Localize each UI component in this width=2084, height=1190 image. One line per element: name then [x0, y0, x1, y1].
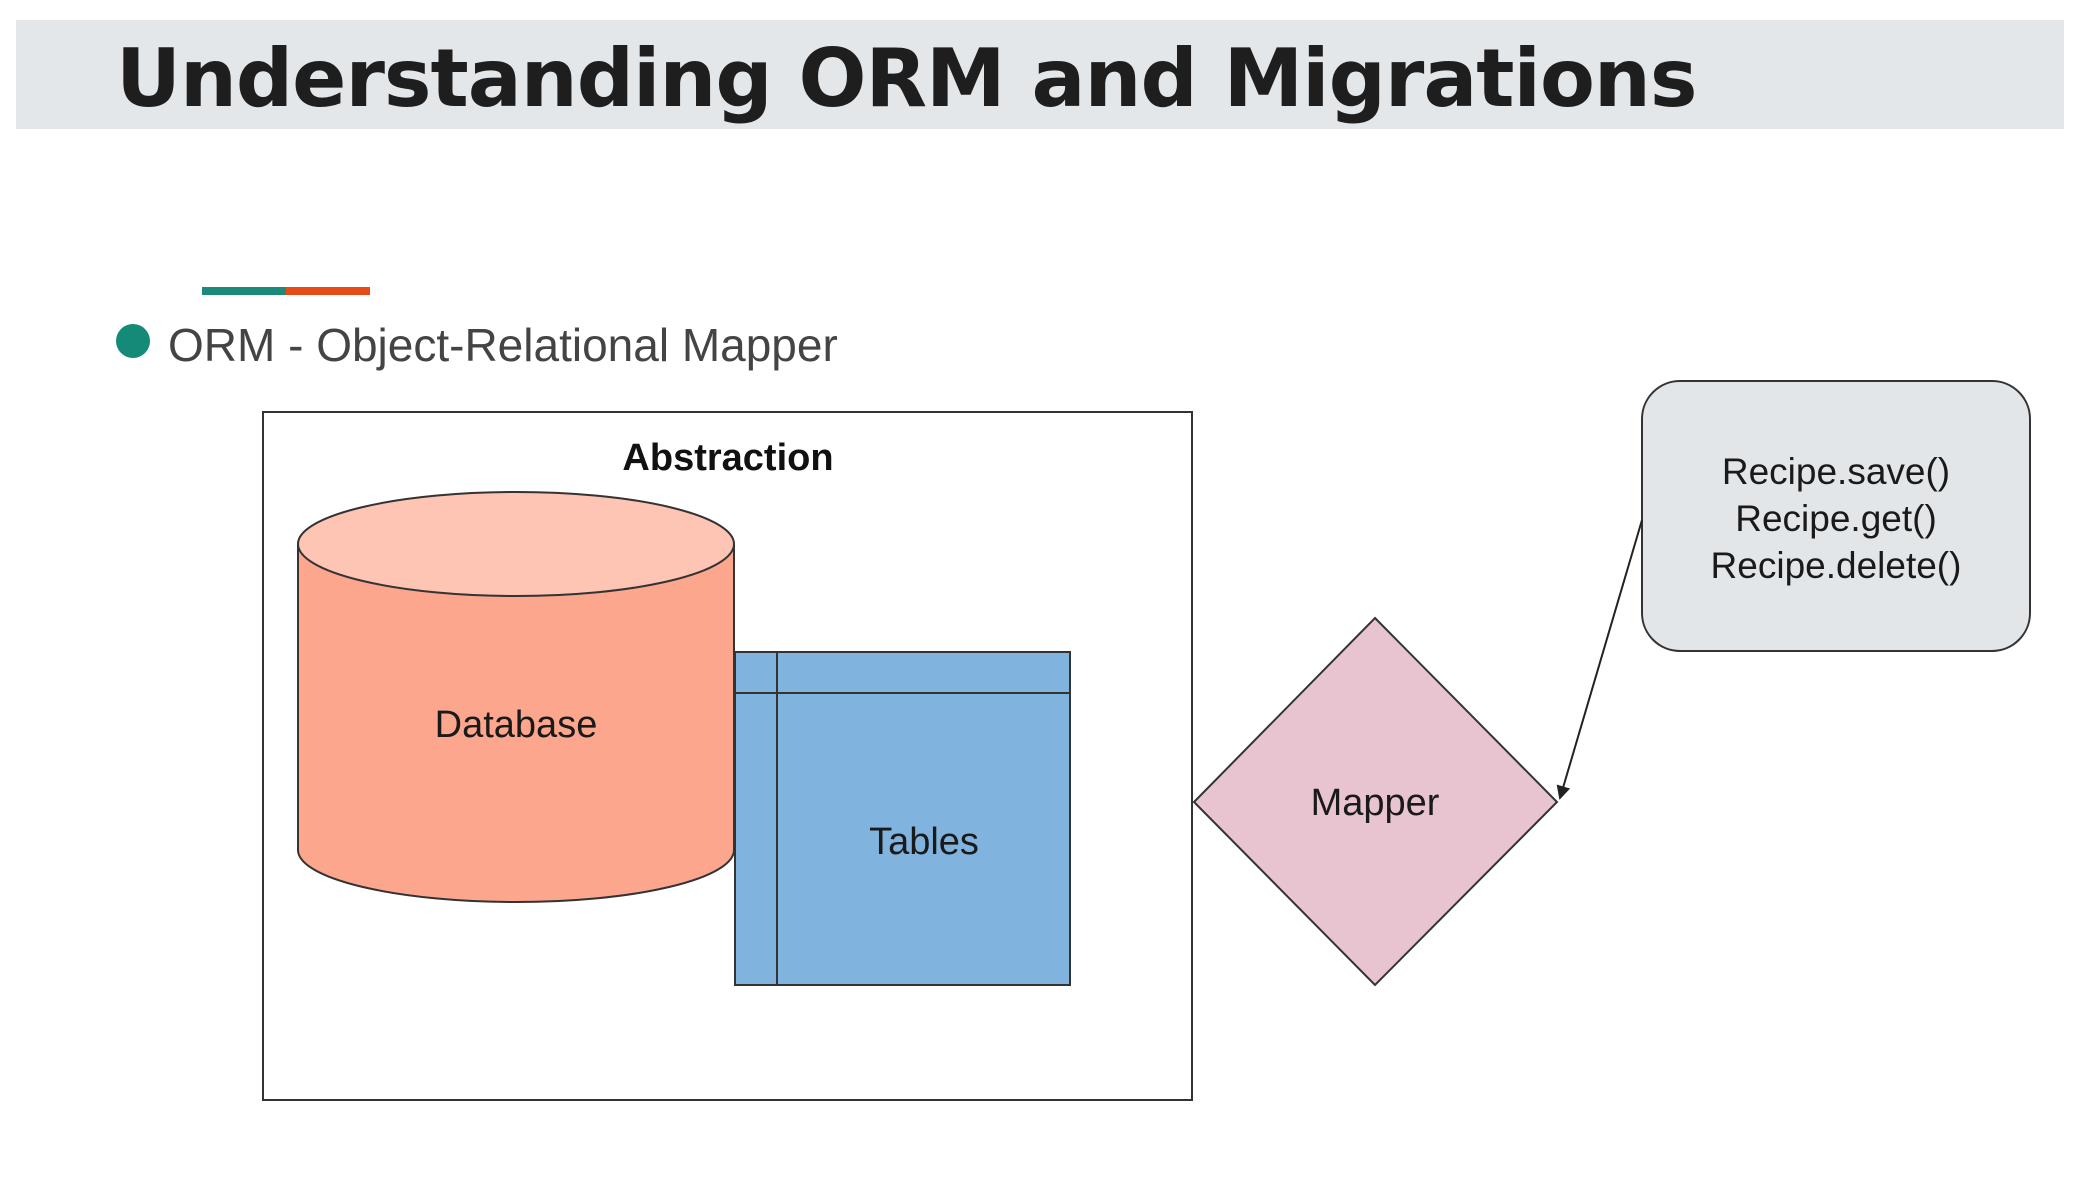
- tables-box: [734, 651, 1071, 986]
- mapper-label: Mapper: [1311, 782, 1440, 824]
- methods-to-mapper-arrow: [1556, 519, 1643, 800]
- slide-title: Understanding ORM and Migrations: [116, 32, 1697, 125]
- methods-box: [1641, 380, 2031, 652]
- abstraction-label: Abstraction: [622, 437, 833, 479]
- accent-line-red: [286, 287, 370, 295]
- title-bar: [16, 20, 2064, 129]
- bullet-dot: [116, 324, 150, 358]
- database-label: Database: [435, 704, 598, 746]
- bullet-text: ORM - Object-Relational Mapper: [168, 319, 838, 371]
- database-cylinder: [297, 491, 735, 903]
- method-delete: Recipe.delete(): [1711, 545, 1962, 586]
- database-cylinder-top: [297, 491, 735, 597]
- method-get: Recipe.get(): [1735, 498, 1937, 539]
- tables-rect: [734, 651, 1071, 986]
- accent-line-teal: [202, 287, 286, 295]
- database-cylinder-body: [297, 544, 735, 903]
- tables-label: Tables: [869, 821, 979, 863]
- mapper-diamond: [1192, 616, 1559, 987]
- method-save: Recipe.save(): [1722, 451, 1950, 492]
